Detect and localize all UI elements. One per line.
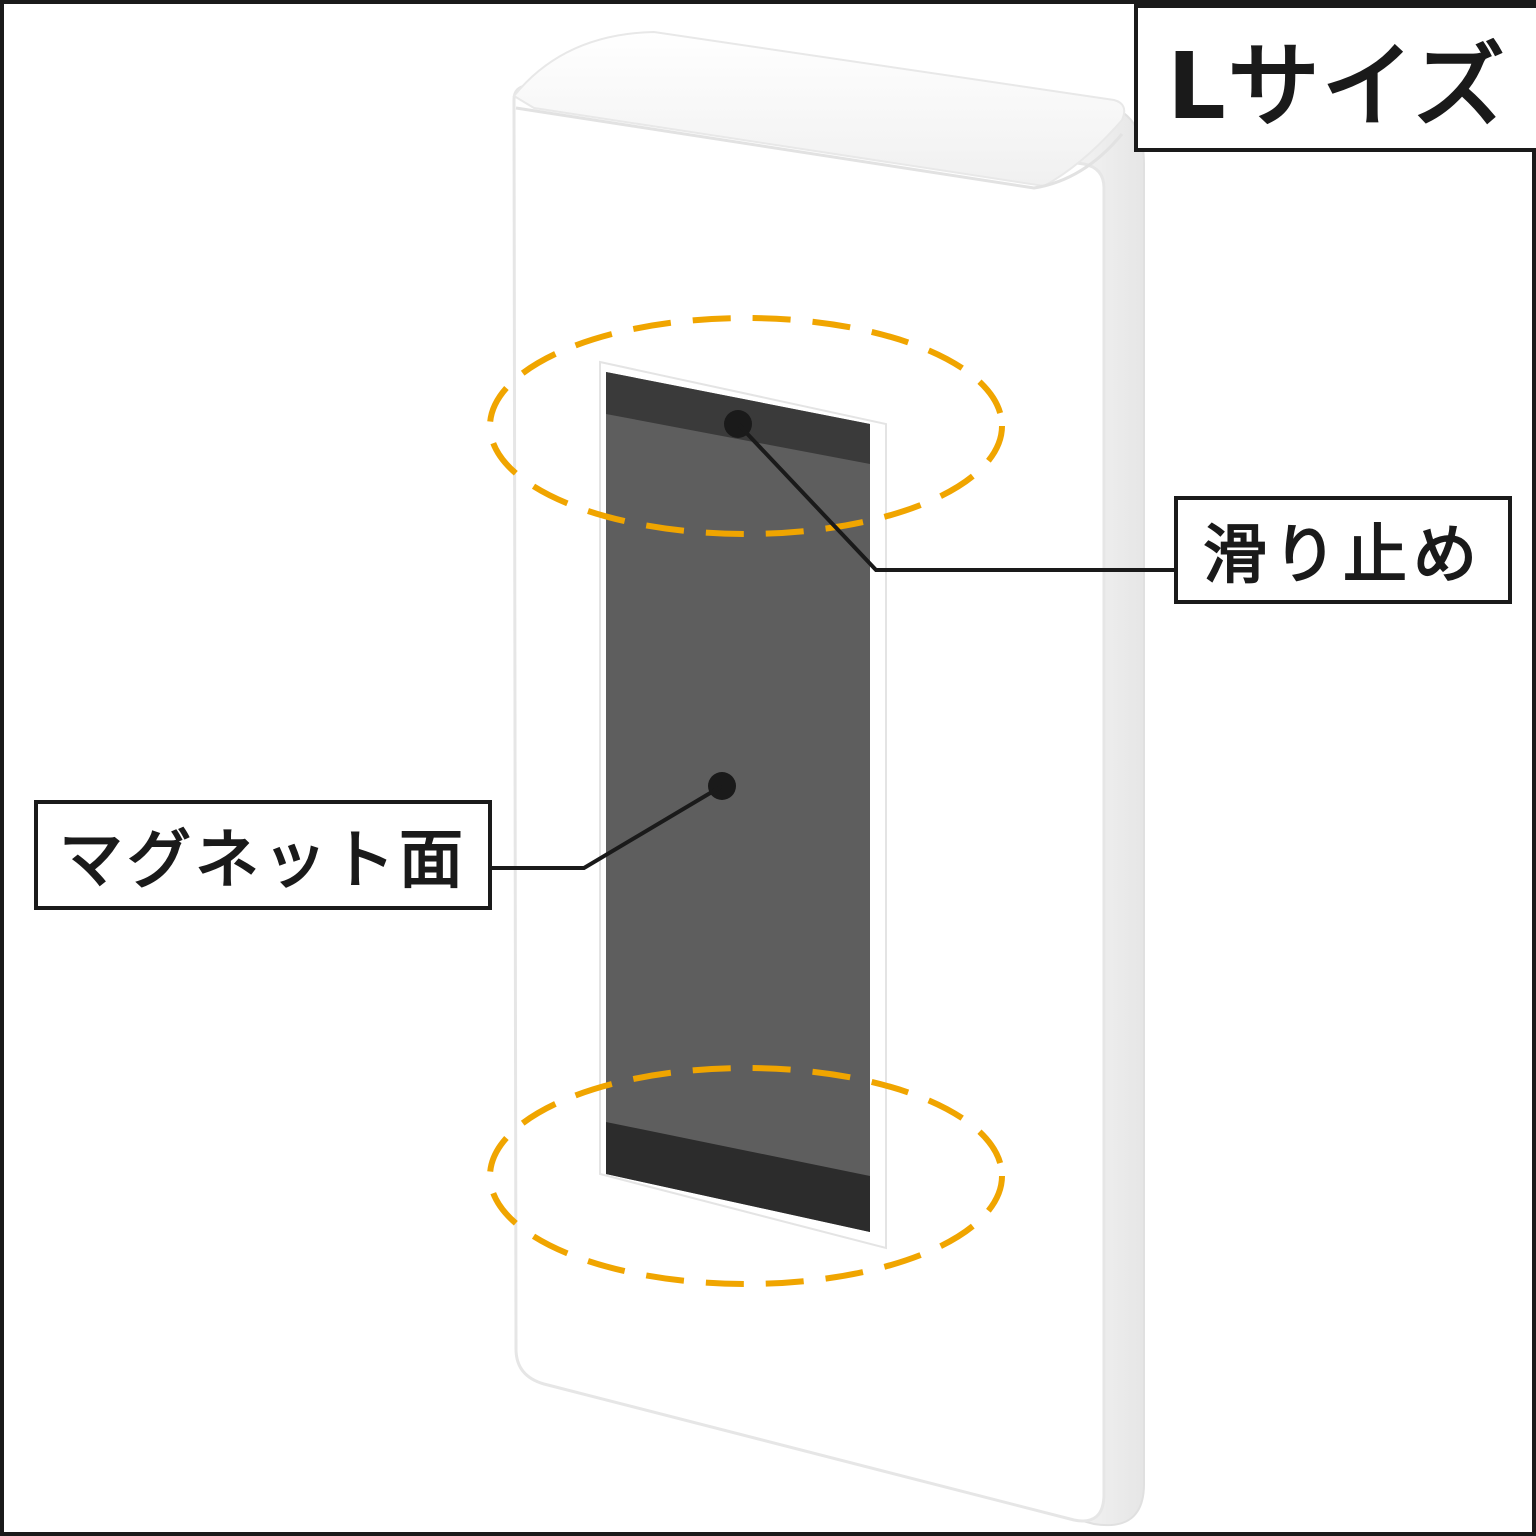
nonslip-strip-bottom xyxy=(606,1122,870,1232)
nonslip-callout-label: 滑り止め xyxy=(1174,496,1512,604)
magnet-surface-callout-label: マグネット面 xyxy=(34,800,492,910)
nonslip-leader-line xyxy=(736,422,1176,572)
magnet-leader-line xyxy=(490,784,724,870)
size-label: Lサイズ xyxy=(1134,4,1536,152)
highlight-ellipse-top xyxy=(487,315,1005,537)
highlight-ellipse-bottom xyxy=(487,1065,1005,1287)
magnet-panel xyxy=(606,372,870,1232)
product-illustration xyxy=(487,30,1176,1527)
